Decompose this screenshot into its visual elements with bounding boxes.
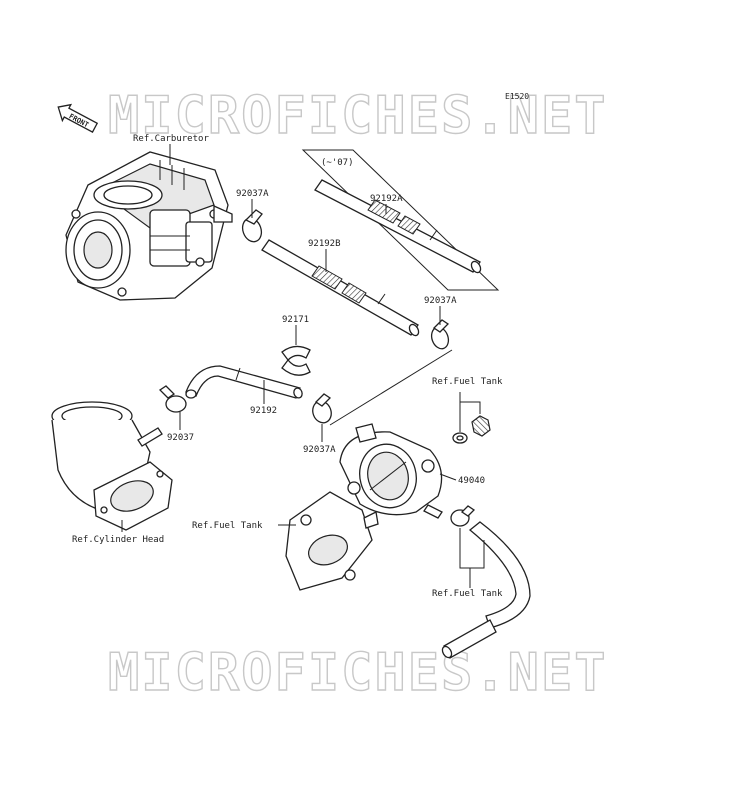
hose-92192b xyxy=(261,239,420,337)
label-ref-cylinder-head: Ref.Cylinder Head xyxy=(72,535,164,545)
clamp-92037a-middle xyxy=(312,393,332,424)
watermark-bottom: MICROFICHES.NET xyxy=(108,643,608,703)
label-92192a: 92192A xyxy=(370,194,403,204)
intake-manifold xyxy=(51,401,173,531)
label-92037a-middle: 92037A xyxy=(303,445,336,455)
front-arrow-icon: FRONT xyxy=(57,103,99,133)
diagram-code: E1520 xyxy=(505,92,529,101)
label-92171: 92171 xyxy=(282,315,309,325)
label-ref-fuel-tank-left: Ref.Fuel Tank xyxy=(192,521,263,531)
range-box xyxy=(301,149,500,291)
clip-92171 xyxy=(281,345,311,376)
nut xyxy=(471,415,491,437)
clamp-92037-left xyxy=(158,385,187,413)
note-range: (~'07) xyxy=(321,158,354,168)
label-92037a-right: 92037A xyxy=(424,296,457,306)
fuel-hose-lower xyxy=(441,505,531,659)
label-49040: 49040 xyxy=(458,476,485,486)
clamp-92037a-right xyxy=(430,319,450,350)
hose-92192 xyxy=(185,365,303,399)
washer xyxy=(452,432,468,444)
label-92037a-top: 92037A xyxy=(236,189,269,199)
clamp-92037a-top xyxy=(241,209,263,243)
label-92037: 92037 xyxy=(167,433,194,443)
carburetor xyxy=(65,151,233,301)
hose-92192a xyxy=(314,179,482,274)
fuel-cock-49040 xyxy=(339,423,443,519)
watermark-top: MICROFICHES.NET xyxy=(108,86,608,146)
fuel-tank-plate xyxy=(285,481,379,591)
label-ref-fuel-tank-lower: Ref.Fuel Tank xyxy=(432,589,503,599)
label-ref-fuel-tank-upper: Ref.Fuel Tank xyxy=(432,377,503,387)
label-ref-carburetor: Ref.Carburetor xyxy=(133,134,209,144)
label-92192: 92192 xyxy=(250,406,277,416)
label-92192b: 92192B xyxy=(308,239,341,249)
